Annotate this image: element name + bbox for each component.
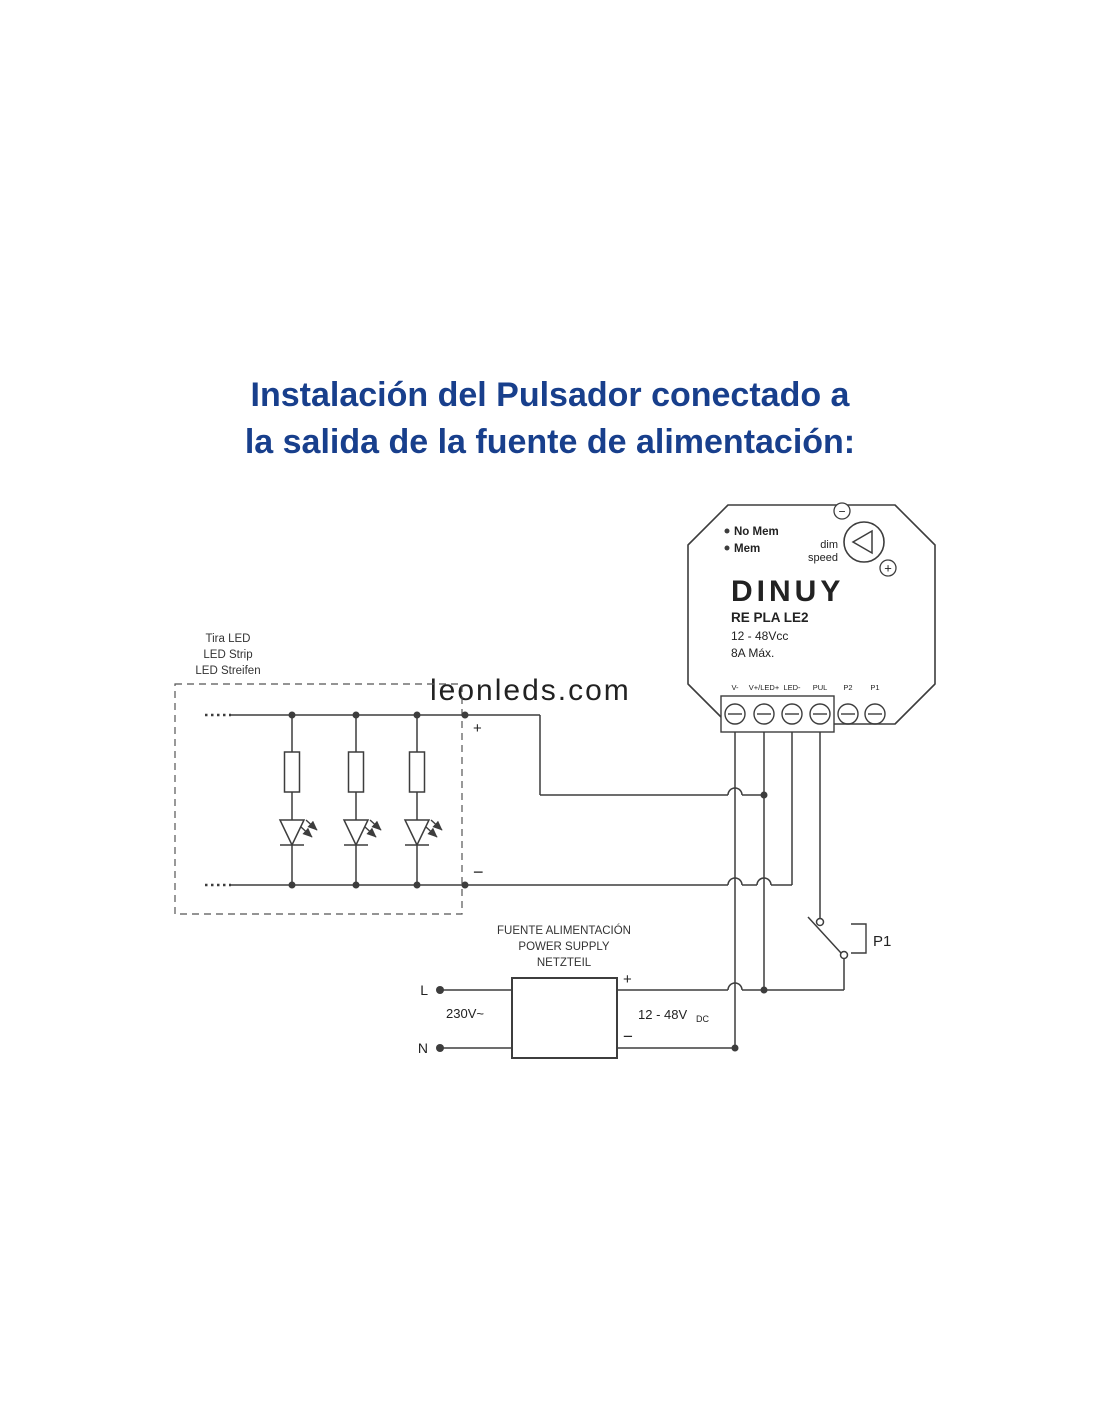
screw-icon bbox=[781, 703, 803, 725]
led-branch bbox=[278, 711, 318, 889]
switch-blade bbox=[807, 916, 842, 954]
no-mem-bullet bbox=[724, 528, 730, 534]
pushbutton-p1: P1 bbox=[807, 916, 891, 960]
resistor-icon bbox=[283, 751, 301, 793]
no-mem-label: No Mem bbox=[734, 526, 779, 538]
mem-bullet bbox=[724, 545, 730, 551]
junction-dot bbox=[731, 1044, 739, 1052]
wire-ps-plus bbox=[617, 958, 845, 991]
led-emission-arrow bbox=[369, 819, 382, 831]
led-strip: Tira LED LED Strip LED Streifen bbox=[174, 633, 792, 915]
ps-l-label: L bbox=[420, 982, 428, 998]
wire-led-plus bbox=[539, 715, 764, 796]
led-diode-icon bbox=[278, 819, 306, 847]
terminal-label-v-plus-led-plus: V+/LED+ bbox=[749, 683, 780, 692]
dim-speed-knob: − + bbox=[833, 502, 897, 577]
screw-terminal bbox=[864, 703, 886, 725]
ps-plus-label: + bbox=[623, 971, 632, 988]
junction-dot bbox=[288, 711, 296, 719]
ps-output-voltage-label: 12 - 48V bbox=[638, 1007, 687, 1022]
junction-dot bbox=[413, 881, 421, 889]
terminal-label-p1: P1 bbox=[870, 683, 879, 692]
ps-label-de: NETZTEIL bbox=[537, 957, 592, 969]
wire-hop bbox=[727, 982, 743, 991]
terminal-label-v-minus: V- bbox=[731, 683, 739, 692]
power-supply-box bbox=[511, 977, 618, 1059]
dinuy-module: No Mem Mem dim speed − + DINUY RE PLA LE… bbox=[687, 502, 936, 733]
screw-terminal bbox=[837, 703, 859, 725]
led-branch bbox=[342, 711, 382, 889]
led-strip-label-es: Tira LED bbox=[206, 633, 251, 645]
ps-minus-label: − bbox=[623, 1027, 633, 1046]
knob-plus-badge bbox=[879, 559, 897, 577]
junction-dot bbox=[352, 711, 360, 719]
terminal-label-p2: P2 bbox=[843, 683, 852, 692]
screw-icon bbox=[724, 703, 746, 725]
led-strip-label-de: LED Streifen bbox=[195, 665, 260, 677]
junction-dot bbox=[352, 881, 360, 889]
knob-plus-label: + bbox=[884, 561, 892, 576]
led-emission-arrow bbox=[425, 826, 438, 838]
led-emission-arrow bbox=[430, 819, 443, 831]
knob-minus-label: − bbox=[838, 505, 845, 519]
ps-n-label: N bbox=[418, 1040, 428, 1056]
strip-plus-label: + bbox=[473, 720, 482, 737]
knob-dial-icon bbox=[843, 521, 885, 563]
terminal-dot bbox=[436, 986, 444, 994]
junction-dot bbox=[461, 711, 469, 719]
junction-dot bbox=[461, 881, 469, 889]
screw-icon bbox=[837, 703, 859, 725]
dim-label: dim bbox=[820, 539, 838, 551]
terminal-label-led-minus: LED- bbox=[783, 683, 801, 692]
resistor-icon bbox=[347, 751, 365, 793]
knob-minus-badge bbox=[833, 502, 851, 520]
switch-contact bbox=[839, 950, 849, 960]
terminal-label-pul: PUL bbox=[813, 683, 828, 692]
module-current-label: 8A Máx. bbox=[731, 646, 774, 660]
power-supply: FUENTE ALIMENTACIÓN POWER SUPPLY NETZTEI… bbox=[418, 924, 709, 1059]
pushbutton-bracket-icon bbox=[851, 923, 867, 954]
led-diode-icon bbox=[342, 819, 370, 847]
brand-logo: DINUY bbox=[731, 575, 844, 608]
pushbutton-label: P1 bbox=[873, 933, 891, 950]
ps-output-voltage-sub: DC bbox=[696, 1014, 709, 1024]
module-outline bbox=[687, 504, 936, 725]
junction-dot bbox=[413, 711, 421, 719]
led-diode-icon bbox=[403, 819, 431, 847]
switch-contact bbox=[815, 917, 825, 927]
resistor-icon bbox=[408, 751, 426, 793]
terminal-dot bbox=[436, 1044, 444, 1052]
screw-terminal bbox=[809, 703, 831, 725]
screw-icon bbox=[864, 703, 886, 725]
junction-dot bbox=[760, 791, 768, 799]
junction-dot bbox=[288, 881, 296, 889]
junction-dot bbox=[760, 986, 768, 994]
title-line-1: Instalación del Pulsador conectado a bbox=[250, 376, 850, 414]
screw-icon bbox=[753, 703, 775, 725]
led-emission-arrow bbox=[300, 826, 313, 838]
model-label: RE PLA LE2 bbox=[731, 610, 809, 625]
module-voltage-label: 12 - 48Vcc bbox=[731, 629, 788, 643]
title-line-2: la salida de la fuente de alimentación: bbox=[244, 422, 856, 461]
led-emission-arrow bbox=[305, 819, 318, 831]
screw-terminal bbox=[753, 703, 775, 725]
mem-label: Mem bbox=[734, 543, 760, 555]
ps-label-es: FUENTE ALIMENTACIÓN bbox=[497, 924, 631, 937]
screw-icon bbox=[809, 703, 831, 725]
led-branch bbox=[403, 711, 443, 889]
speed-label: speed bbox=[808, 552, 838, 564]
led-strip-label-en: LED Strip bbox=[203, 649, 252, 661]
strip-minus-label: − bbox=[473, 862, 484, 882]
knob-pointer-icon bbox=[851, 529, 873, 555]
ps-label-en: POWER SUPPLY bbox=[518, 941, 609, 953]
ps-input-voltage-label: 230V~ bbox=[446, 1006, 484, 1021]
led-emission-arrow bbox=[364, 826, 377, 838]
led-strip-dashed-outline bbox=[174, 683, 463, 915]
watermark-text: leonleds.com bbox=[430, 674, 631, 707]
screw-terminal bbox=[781, 703, 803, 725]
page-title: Instalación del Pulsador conectado a la … bbox=[0, 372, 1100, 466]
screw-terminal bbox=[724, 703, 746, 725]
wires bbox=[539, 715, 845, 1052]
